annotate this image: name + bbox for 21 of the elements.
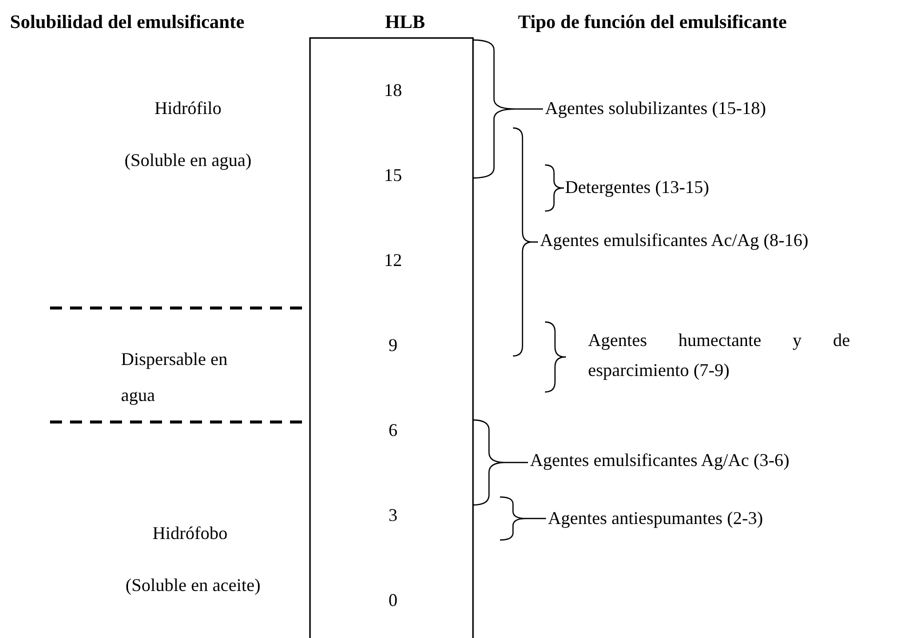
- solubility-label: Dispersable en agua: [121, 348, 228, 407]
- hlb-value: 6: [388, 419, 398, 441]
- heading: Tipo de función del emulsificante: [518, 12, 787, 34]
- hlb-value: 9: [388, 334, 398, 356]
- hlb-value: 12: [384, 249, 402, 271]
- solubility-label: Hidrófobo: [152, 522, 228, 544]
- function-label: Agentes humectante y de esparcimiento (7-9): [588, 329, 850, 382]
- solubility-label: Hidrófilo: [154, 97, 222, 119]
- hlb-value: 18: [384, 79, 402, 101]
- hlb-value: 3: [388, 504, 398, 526]
- heading: HLB: [384, 12, 426, 34]
- function-label: Agentes solubilizantes (15-18): [545, 97, 766, 119]
- function-label: Agentes emulsificantes Ac/Ag (8-16): [540, 229, 808, 251]
- solubility-label: (Soluble en agua): [124, 149, 252, 171]
- function-label: Detergentes (13-15): [565, 176, 710, 198]
- hlb-value: 15: [384, 164, 402, 186]
- heading: Solubilidad del emulsificante: [10, 12, 244, 34]
- hlb-value: 0: [388, 589, 398, 611]
- function-label: Agentes emulsificantes Ag/Ac (3-6): [530, 449, 790, 471]
- solubility-label: (Soluble en aceite): [126, 574, 260, 596]
- function-label: Agentes antiespumantes (2-3): [548, 507, 763, 529]
